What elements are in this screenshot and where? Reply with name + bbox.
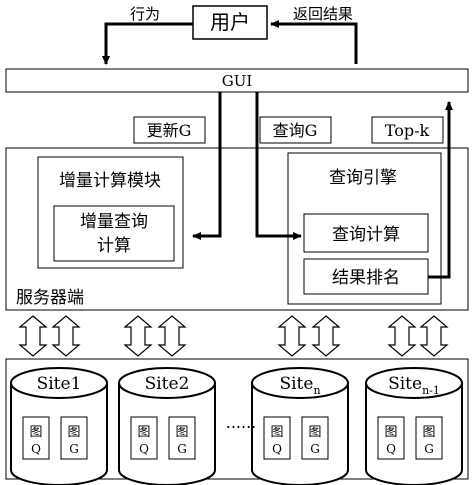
graph-q-box: 图Q <box>263 416 291 460</box>
query-engine-title: 查询引擎 <box>329 168 397 188</box>
query-compute-label: 查询计算 <box>332 225 400 245</box>
site-name: Siten <box>279 374 320 397</box>
graph-label: 图 <box>308 425 321 440</box>
result-rank-label: 结果排名 <box>332 268 400 288</box>
graph-letter: G <box>310 442 320 456</box>
graph-letter: Q <box>139 442 149 456</box>
double-arrow-5 <box>277 315 307 357</box>
cylinder-top <box>118 367 216 399</box>
graph-g-box: 图G <box>415 416 443 460</box>
cylinder-top <box>251 367 349 399</box>
site-name: Site2 <box>145 374 190 394</box>
graph-label: 图 <box>67 425 80 440</box>
query-g-tag: 查询G <box>259 116 332 144</box>
double-arrow-4 <box>157 315 187 357</box>
double-arrow-2 <box>51 315 81 357</box>
graph-letter: G <box>177 442 187 456</box>
incremental-query-line2: 计算 <box>97 236 131 256</box>
double-arrow-3 <box>123 315 153 357</box>
server-label: 服务器端 <box>16 288 84 308</box>
query-engine: 查询引擎 查询计算 结果排名 <box>287 152 442 305</box>
behavior-label: 行为 <box>130 5 160 23</box>
user-label: 用户 <box>210 10 250 34</box>
top-k-arrow <box>428 101 453 279</box>
gui-bar: GUI <box>5 68 469 93</box>
ellipsis: ...... <box>226 413 257 432</box>
graph-letter: Q <box>272 442 282 456</box>
top-k-tag: Top-k <box>371 116 444 144</box>
update-g-arrow <box>192 92 222 240</box>
site-name: Site1 <box>37 374 82 394</box>
behavior-arrow <box>102 22 193 65</box>
return-results-label: 返回结果 <box>293 5 353 23</box>
graph-letter: Q <box>31 442 41 456</box>
query-g-label: 查询G <box>273 121 318 140</box>
cylinder-top <box>365 367 463 399</box>
update-g-label: 更新G <box>147 121 192 140</box>
query-g-arrow <box>255 92 302 240</box>
graph-label: 图 <box>29 425 42 440</box>
graph-label: 图 <box>384 425 397 440</box>
gui-label: GUI <box>222 72 253 90</box>
graph-g-box: 图G <box>60 416 88 460</box>
graph-q-box: 图Q <box>22 416 50 460</box>
connection-arrows <box>18 315 449 357</box>
graph-label: 图 <box>137 425 150 440</box>
double-arrow-1 <box>18 315 48 357</box>
graph-letter: G <box>424 442 434 456</box>
graph-g-box: 图G <box>168 416 196 460</box>
update-g-tag: 更新G <box>133 116 206 144</box>
double-arrow-7 <box>387 315 417 357</box>
user-node: 用户 <box>192 5 268 40</box>
top-k-label: Top-k <box>385 121 430 140</box>
graph-letter: Q <box>386 442 396 456</box>
graph-q-box: 图Q <box>130 416 158 460</box>
double-arrow-6 <box>311 315 341 357</box>
graph-label: 图 <box>422 425 435 440</box>
incremental-module-title: 增量计算模块 <box>59 171 161 191</box>
graph-letter: G <box>69 442 79 456</box>
return-results-arrow <box>270 20 358 64</box>
cylinder-top <box>10 367 108 399</box>
graph-label: 图 <box>175 425 188 440</box>
graph-g-box: 图G <box>301 416 329 460</box>
graph-label: 图 <box>270 425 283 440</box>
graph-q-box: 图Q <box>377 416 405 460</box>
incremental-module: 增量计算模块 增量查询 计算 <box>37 156 184 269</box>
incremental-query-line1: 增量查询 <box>80 212 148 232</box>
double-arrow-8 <box>419 315 449 357</box>
